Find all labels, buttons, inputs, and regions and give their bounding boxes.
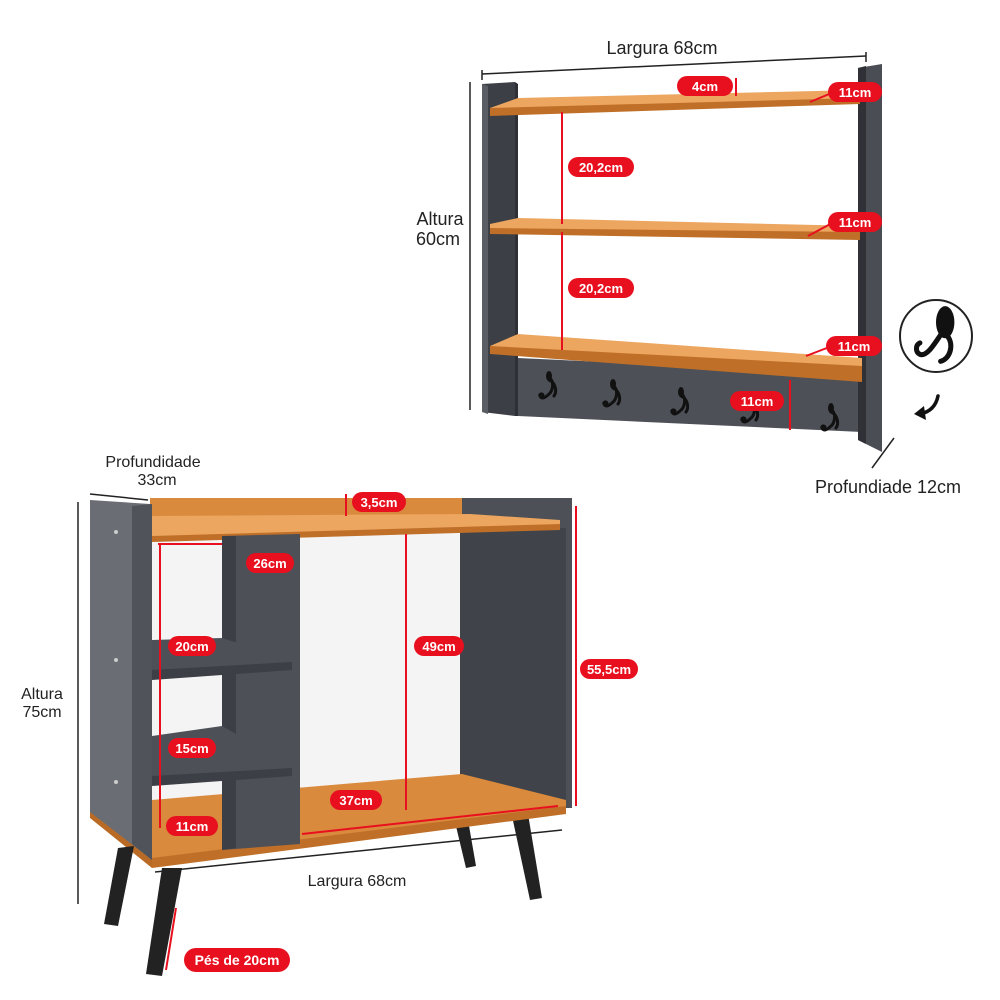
wall-shelf: Largura 68cm Altura 60cm [416, 38, 973, 497]
pill-lower-niche [168, 738, 216, 758]
shelf-depth-3-label: 11cm [838, 339, 871, 354]
pill-depth-1 [828, 82, 882, 102]
wall-left-panel-inner [515, 82, 518, 416]
pill-bottom-niche [166, 816, 218, 836]
wall-height-label-1: Altura [416, 209, 464, 229]
wall-right-panel-inner [858, 66, 866, 444]
hook-board-height-label: 11cm [741, 394, 774, 409]
right-side-panel-inner [460, 528, 566, 802]
leg-front-right [146, 868, 182, 976]
wall-width-line [481, 55, 867, 75]
cabinet: Profundidade 33cm Altura 75cm [21, 454, 638, 976]
open-width-label: 37cm [339, 793, 372, 808]
pill-legs [184, 948, 290, 972]
pill-open-width [330, 790, 382, 810]
cabinet-width-line [154, 829, 563, 873]
leg-back-right [512, 814, 542, 900]
pill-upper-niche [246, 553, 294, 573]
hook-detail [899, 299, 973, 373]
pill-depth-3 [826, 336, 882, 356]
legs-label: Pés de 20cm [195, 952, 280, 968]
wall-height-label-2: 60cm [416, 229, 460, 249]
screw-hole [114, 780, 118, 784]
wall-depth-label: Profundiade 12cm [815, 477, 961, 497]
hook-detail-circle [899, 299, 973, 373]
pill-open-height [414, 636, 464, 656]
middle-niche-label: 20cm [175, 639, 208, 654]
bottom-board-top [90, 800, 566, 866]
shelf-depth-2-label: 11cm [839, 215, 872, 230]
cabinet-height-label-2: 75cm [22, 704, 61, 721]
leg-height-line [165, 907, 177, 971]
leg-back-left [455, 820, 476, 868]
open-height-label: 49cm [422, 639, 455, 654]
middle-divider-shade [222, 536, 236, 850]
shelf-1-edge [490, 98, 860, 116]
pill-top-rim [352, 492, 406, 512]
wall-left-panel-edge [482, 84, 488, 414]
lower-niche-label: 15cm [175, 741, 208, 756]
hook-board [518, 358, 862, 432]
side-height-label: 55,5cm [587, 662, 631, 677]
cabinet-depth-line [89, 493, 149, 501]
upper-niche-label: 26cm [253, 556, 286, 571]
pill-hook-board [730, 391, 784, 411]
cabinet-depth-label-2: 33cm [137, 472, 176, 489]
wall-depth-line [871, 437, 895, 469]
top-rim-label: 3,5cm [361, 495, 398, 510]
shelf-depth-1-label: 11cm [839, 85, 872, 100]
pill-side-height [580, 659, 638, 679]
curved-arrow-icon [914, 394, 940, 420]
leg-front-left [104, 846, 134, 926]
shelf-gap-top-label: 20,2cm [579, 160, 623, 175]
open-width-line [301, 805, 559, 835]
pill-depth-2 [828, 212, 882, 232]
bottom-niche-label: 11cm [176, 819, 209, 834]
cabinet-depth-label-1: Profundidade [105, 454, 200, 471]
screw-hole [114, 658, 118, 662]
niche-shelf-lower-edge [152, 768, 292, 786]
screw-hole [114, 530, 118, 534]
left-side-panel-edge [132, 504, 152, 860]
cabinet-height-label-1: Altura [21, 686, 63, 703]
pill-gap-bottom [568, 278, 634, 298]
pill-middle-niche [168, 636, 216, 656]
cabinet-width-label: Largura 68cm [308, 873, 407, 890]
pill-shelf-width [677, 76, 733, 96]
pill-gap-top [568, 157, 634, 177]
niche-shelf-upper-edge [152, 662, 292, 680]
wall-width-label: Largura 68cm [606, 38, 717, 58]
shelf-width-top-label: 4cm [692, 79, 718, 94]
shelf-3-edge [490, 346, 862, 382]
shelf-gap-bottom-label: 20,2cm [579, 281, 623, 296]
shelf-2-edge [490, 228, 860, 240]
wall-left-panel-front [482, 82, 515, 416]
bottom-board-edge [152, 806, 566, 868]
coat-hook-icon [913, 306, 955, 364]
